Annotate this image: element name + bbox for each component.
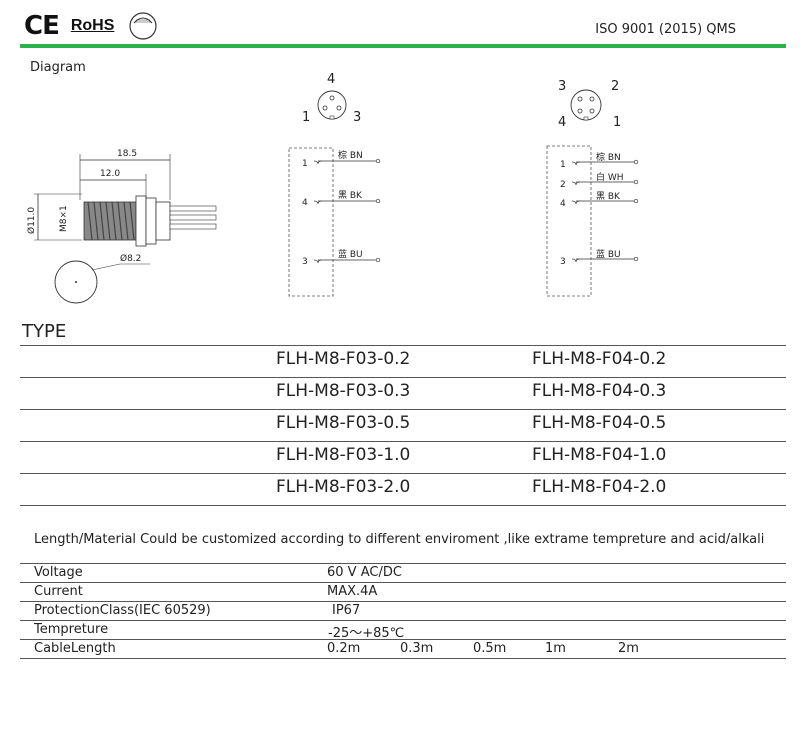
pinout-4-pin: 3 2 4 1 1 棕 BN 2 白 WH 4 黑 BK 3 蓝 BU <box>546 79 639 297</box>
svg-text:1: 1 <box>302 159 308 169</box>
svg-text:3: 3 <box>560 257 566 267</box>
type-cell: FLH-M8-F03-1.0 <box>276 445 411 465</box>
type-cell: FLH-M8-F04-1.0 <box>532 445 667 465</box>
type-cell: FLH-M8-F04-0.3 <box>532 381 667 401</box>
svg-text:2: 2 <box>611 79 619 94</box>
outer-diameter-label: Ø11.0 <box>26 207 37 234</box>
spec-label: Current <box>34 584 83 599</box>
spec-table: Voltage 60 V AC/DC Current MAX.4A Protec… <box>20 563 786 659</box>
table-row: FLH-M8-F03-2.0 FLH-M8-F04-2.0 <box>20 474 786 506</box>
type-cell: FLH-M8-F04-0.2 <box>532 349 667 369</box>
svg-text:白 WH: 白 WH <box>596 171 624 183</box>
iso-certification: ISO 9001 (2015) QMS <box>595 22 736 37</box>
svg-text:4: 4 <box>302 198 308 208</box>
spec-value: 0.5m <box>473 641 507 656</box>
spec-value: 1m <box>545 641 566 656</box>
connector-face-icon <box>570 89 602 121</box>
svg-text:3: 3 <box>558 79 566 94</box>
spec-value: 60 V AC/DC <box>327 565 402 580</box>
svg-text:棕 BN: 棕 BN <box>596 151 621 163</box>
spec-label: CableLength <box>34 641 116 656</box>
svg-text:蓝 BU: 蓝 BU <box>338 248 363 260</box>
spec-label: Voltage <box>34 565 83 580</box>
type-cell: FLH-M8-F03-2.0 <box>276 477 411 497</box>
svg-text:棕 BN: 棕 BN <box>338 149 363 161</box>
spec-label: ProtectionClass(IEC 60529) <box>34 603 211 618</box>
spec-value: IP67 <box>332 603 361 618</box>
table-row: FLH-M8-F03-0.2 FLH-M8-F04-0.2 <box>20 345 786 378</box>
spec-value: 0.2m <box>327 641 361 656</box>
svg-text:黑 BK: 黑 BK <box>338 190 363 201</box>
thread-length-label: 12.0 <box>100 169 120 179</box>
connector-dimension-drawing: 18.5 12.0 Ø11.0 M8×1 Ø8.2 <box>26 149 217 304</box>
rohs-mark: RoHS <box>70 17 115 34</box>
type-title: TYPE <box>22 321 67 342</box>
table-row: FLH-M8-F03-0.3 FLH-M8-F04-0.3 <box>20 378 786 410</box>
pinout-3-pin: 4 1 3 1 棕 BN 4 黑 BK 3 蓝 BU <box>288 72 381 297</box>
spec-label: Tempreture <box>34 622 109 637</box>
svg-text:1: 1 <box>613 115 621 130</box>
svg-text:3: 3 <box>302 257 308 267</box>
pin-label: 4 <box>327 72 335 87</box>
spec-row-protection: ProtectionClass(IEC 60529) IP67 <box>20 602 786 621</box>
table-row: FLH-M8-F03-1.0 FLH-M8-F04-1.0 <box>20 442 786 474</box>
overall-length-label: 18.5 <box>117 149 137 159</box>
table-row: FLH-M8-F03-0.5 FLH-M8-F04-0.5 <box>20 410 786 442</box>
spec-row-voltage: Voltage 60 V AC/DC <box>20 563 786 583</box>
svg-text:4: 4 <box>558 115 566 130</box>
connector-face-icon <box>317 90 347 120</box>
spec-row-temperature: Tempreture -25～+85℃ <box>20 621 786 641</box>
svg-text:4: 4 <box>560 199 566 209</box>
spec-value: 2m <box>618 641 639 656</box>
header-divider <box>20 44 786 48</box>
svg-text:1: 1 <box>560 160 566 170</box>
svg-text:蓝 BU: 蓝 BU <box>596 248 621 260</box>
diagram-label: Diagram <box>30 60 86 75</box>
spec-row-current: Current MAX.4A <box>20 583 786 602</box>
svg-text:黑 BK: 黑 BK <box>596 191 621 202</box>
type-cell: FLH-M8-F04-2.0 <box>532 477 667 497</box>
spec-value: 0.3m <box>400 641 434 656</box>
spec-row-cable-length: CableLength 0.2m 0.3m 0.5m 1m 2m <box>20 640 786 659</box>
spec-value: MAX.4A <box>327 584 378 599</box>
type-cell: FLH-M8-F03-0.3 <box>276 381 411 401</box>
svg-text:2: 2 <box>560 180 566 190</box>
type-cell: FLH-M8-F04-0.5 <box>532 413 667 433</box>
customization-note: Length/Material Could be customized acco… <box>34 532 765 547</box>
type-cell: FLH-M8-F03-0.5 <box>276 413 411 433</box>
ce-mark: CE <box>24 11 60 41</box>
pin-label: 1 <box>302 110 310 125</box>
certification-logos: CE RoHS <box>24 8 158 44</box>
type-table: FLH-M8-F03-0.2 FLH-M8-F04-0.2 FLH-M8-F03… <box>20 345 786 506</box>
thread-label: M8×1 <box>59 205 69 232</box>
end-diameter-label: Ø8.2 <box>120 253 141 264</box>
spec-value: -25～+85℃ <box>328 626 405 641</box>
ip67-seal-icon <box>129 12 158 40</box>
pin-label: 3 <box>353 110 361 125</box>
type-cell: FLH-M8-F03-0.2 <box>276 349 411 369</box>
